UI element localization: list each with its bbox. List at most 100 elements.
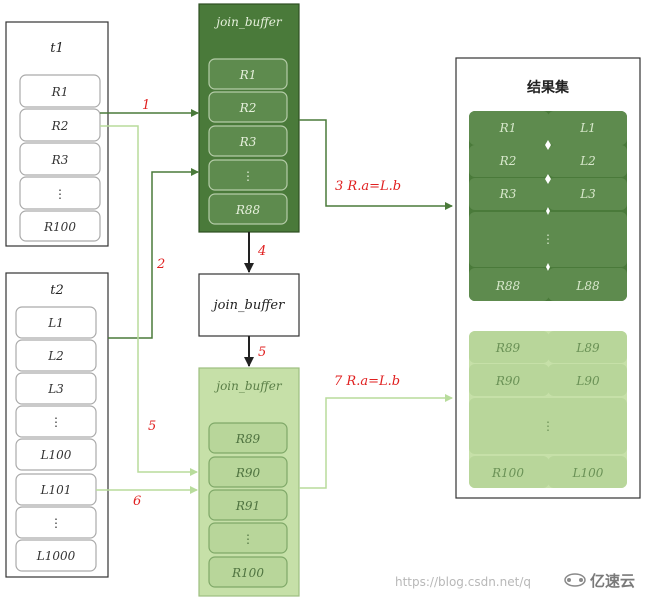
result-cell — [469, 178, 549, 210]
table-t2: t2 L1 L2 L3 ⋮ L100 L101 ⋮ — [5, 272, 109, 578]
result-cell-label: L2 — [579, 154, 596, 168]
join-buffer-top-row-label: R1 — [239, 68, 257, 82]
join-buffer-bottom: join_buffer R89 R90 R91 ⋮ R100 — [198, 367, 300, 597]
t1-row-label: R3 — [51, 153, 69, 167]
result-cell — [548, 178, 627, 210]
sparkle-icon — [546, 207, 550, 215]
join-buffer-top-row-label: R88 — [235, 203, 261, 217]
t1-row: ⋮ — [19, 176, 101, 210]
t1-row: R1 — [19, 74, 101, 108]
result-cell — [469, 331, 549, 363]
result-cell-label: L1 — [579, 121, 596, 135]
result-cell-label: L100 — [572, 466, 604, 480]
join-buffer-bottom-row-label: R100 — [231, 566, 264, 580]
result-cell-label: ⋮ — [542, 419, 554, 433]
result-cell — [548, 145, 627, 177]
result-cell — [548, 364, 627, 396]
t1-row: R100 — [19, 210, 101, 242]
result-cell — [469, 364, 549, 396]
t2-row: L101 — [15, 473, 97, 506]
join-buffer-mid-title: join_buffer — [211, 298, 285, 313]
result-set-title: 结果集 — [527, 79, 570, 96]
result-cell — [469, 145, 549, 177]
step-label-5: 5 — [258, 345, 266, 360]
join-buffer-bottom-row: ⋮ — [208, 522, 288, 554]
arrow-step-7 — [299, 394, 453, 489]
join-buffer-top-row: ⋮ — [208, 159, 288, 191]
result-cell-label: L3 — [579, 187, 596, 201]
t2-row: L2 — [15, 339, 97, 372]
step-label-1: 1 — [142, 98, 150, 113]
step-label-4: 4 — [257, 244, 266, 259]
t2-row-label: L3 — [47, 382, 64, 396]
join-buffer-bottom-row-label: R90 — [235, 466, 261, 480]
t2-row: L3 — [15, 372, 97, 405]
result-group-matched-1: R1 L1 R2 L2 R3 L3 ⋮ R88 L88 — [469, 111, 627, 301]
step-label-6: 6 — [133, 494, 141, 509]
result-cell-label: ⋮ — [542, 232, 554, 246]
result-cell — [469, 268, 549, 301]
result-cell-label: R1 — [499, 121, 517, 135]
sparkle-icon — [545, 174, 551, 184]
result-cell — [548, 111, 627, 145]
join-buffer-bottom-title: join_buffer — [213, 379, 283, 393]
arrow-step-5-light — [100, 125, 198, 476]
watermark-brand: 亿速云 — [590, 572, 635, 590]
t1-row-label: R100 — [43, 220, 76, 234]
arrow-step-2 — [108, 168, 199, 339]
result-cell-label: R88 — [495, 279, 521, 293]
step-label-3: 3 R.a=L.b — [335, 179, 401, 194]
result-cell-label: R89 — [495, 341, 521, 355]
result-cell — [469, 212, 627, 267]
t1-row: R2 — [19, 108, 101, 142]
arrows — [96, 109, 453, 494]
t2-row-label: L2 — [47, 349, 64, 363]
result-cell-label: L88 — [575, 279, 600, 293]
watermark-url: https://blog.csdn.net/q — [395, 575, 531, 589]
t2-row-label: L100 — [40, 448, 72, 462]
join-buffer-top: join_buffer R1 R2 R3 ⋮ R88 — [198, 3, 300, 233]
join-buffer-top-row-label: ⋮ — [242, 169, 254, 183]
step-label-2: 2 — [156, 257, 165, 272]
t2-row-label: ⋮ — [50, 415, 62, 429]
step-label-7: 7 R.a=L.b — [334, 374, 400, 389]
join-buffer-bottom-row: R91 — [208, 489, 288, 521]
cloud-logo-icon — [564, 573, 586, 587]
t1-row-label: R2 — [51, 119, 69, 133]
join-buffer-top-row-label: R2 — [239, 101, 257, 115]
result-cell — [548, 331, 627, 363]
t2-row-label: L1 — [47, 316, 64, 330]
t1-row-label: R1 — [51, 85, 69, 99]
result-cell — [469, 398, 627, 454]
t2-row-label: L101 — [40, 483, 72, 497]
join-buffer-top-row: R2 — [208, 91, 288, 123]
result-cell — [548, 268, 627, 301]
result-set: 结果集 R1 L1 R2 L2 R3 L3 ⋮ R88 L88 — [455, 57, 641, 499]
t1-row-label: ⋮ — [54, 187, 66, 201]
table-t1: t1 R1 R2 R3 ⋮ R100 — [5, 21, 109, 247]
join-buffer-bottom-row-label: R89 — [235, 432, 261, 446]
result-group-matched-2: R89 L89 R90 L90 ⋮ R100 L100 — [469, 331, 627, 488]
result-cell-label: L89 — [575, 341, 600, 355]
join-buffer-top-row-label: R3 — [239, 135, 257, 149]
t2-row: ⋮ — [15, 405, 97, 438]
result-cell — [469, 111, 549, 145]
join-buffer-bottom-row: R90 — [208, 456, 288, 488]
join-buffer-top-row: R88 — [208, 193, 288, 225]
t2-row: L1 — [15, 306, 97, 339]
result-cell-label: L90 — [575, 374, 600, 388]
join-buffer-bottom-row: R89 — [208, 422, 288, 454]
t2-title: t2 — [50, 283, 64, 298]
result-cell-label: R100 — [491, 466, 524, 480]
t2-row: ⋮ — [15, 506, 97, 539]
join-buffer-top-row: R3 — [208, 125, 288, 157]
t1-title: t1 — [50, 41, 64, 56]
join-buffer-top-title: join_buffer — [213, 15, 283, 29]
join-buffer-bottom-row-label: R91 — [235, 499, 260, 513]
arrow-step-3 — [299, 119, 453, 210]
result-cell-label: R2 — [499, 154, 517, 168]
watermark: https://blog.csdn.net/q 亿速云 — [395, 572, 635, 590]
result-cell-label: R90 — [495, 374, 521, 388]
step-labels: 1 2 3 R.a=L.b 4 5 5 6 7 R.a=L.b — [133, 98, 401, 509]
